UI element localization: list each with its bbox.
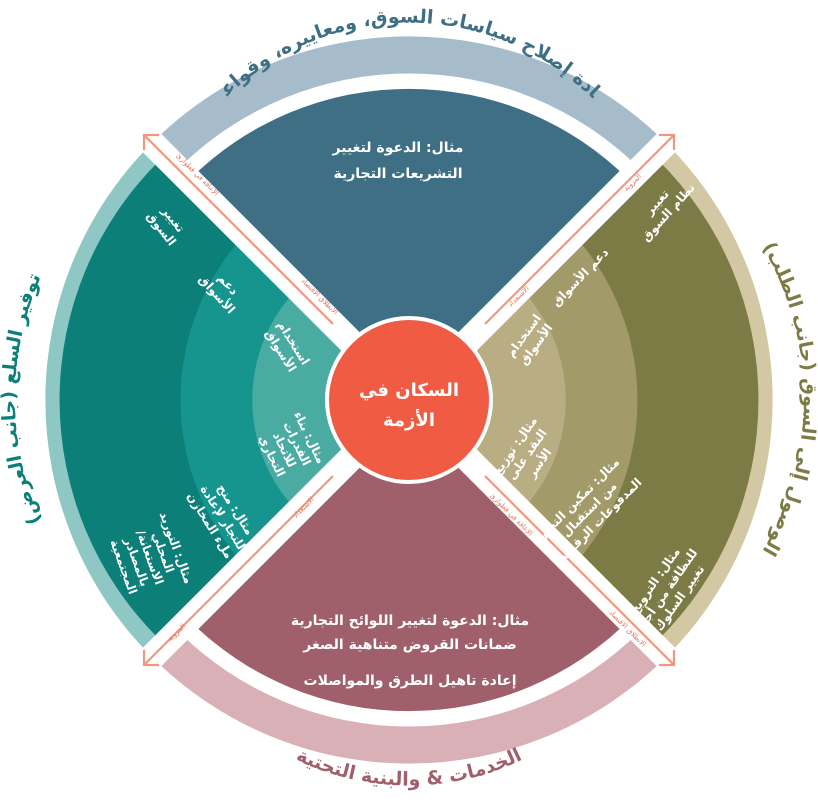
arrow-bl-head <box>142 650 159 667</box>
bottom-wedge-line-2: ضمانات القروض متناهية الصغر <box>302 637 516 653</box>
arrow-br <box>484 475 675 666</box>
bottom-wedge <box>189 400 629 712</box>
arrow-bl <box>143 475 334 666</box>
center-line-2: الأزمة <box>383 409 435 431</box>
arrow-tr <box>484 134 675 325</box>
center-circle <box>325 316 493 484</box>
arrow-tl-head <box>142 133 159 150</box>
bottom-wedge-line-1: مثال: الدعوة لتغيير اللوائح التجارية <box>291 613 529 629</box>
outer-label-left: توفير السلع (جانب العرض) <box>0 270 46 528</box>
center-line-1: السكان في <box>359 380 459 401</box>
bottom-outer-ring <box>152 631 666 764</box>
diagonal-arrows <box>142 133 676 667</box>
arrow-br-head <box>659 650 676 667</box>
top-outer-ring <box>152 36 666 169</box>
left-outer-ring <box>45 143 179 657</box>
right-outer-ring <box>640 143 773 657</box>
top-wedge <box>189 88 629 400</box>
top-wedge-line-1: مثال: الدعوة لتغيير <box>332 140 464 156</box>
top-wedge-line-2: التشريعات التجارية <box>333 166 462 182</box>
arrow-tl <box>143 134 334 325</box>
arrow-tr-head <box>659 133 676 150</box>
bottom-wedge-line-3: إعادة تاهيل الطرق والمواصلات <box>304 673 517 689</box>
